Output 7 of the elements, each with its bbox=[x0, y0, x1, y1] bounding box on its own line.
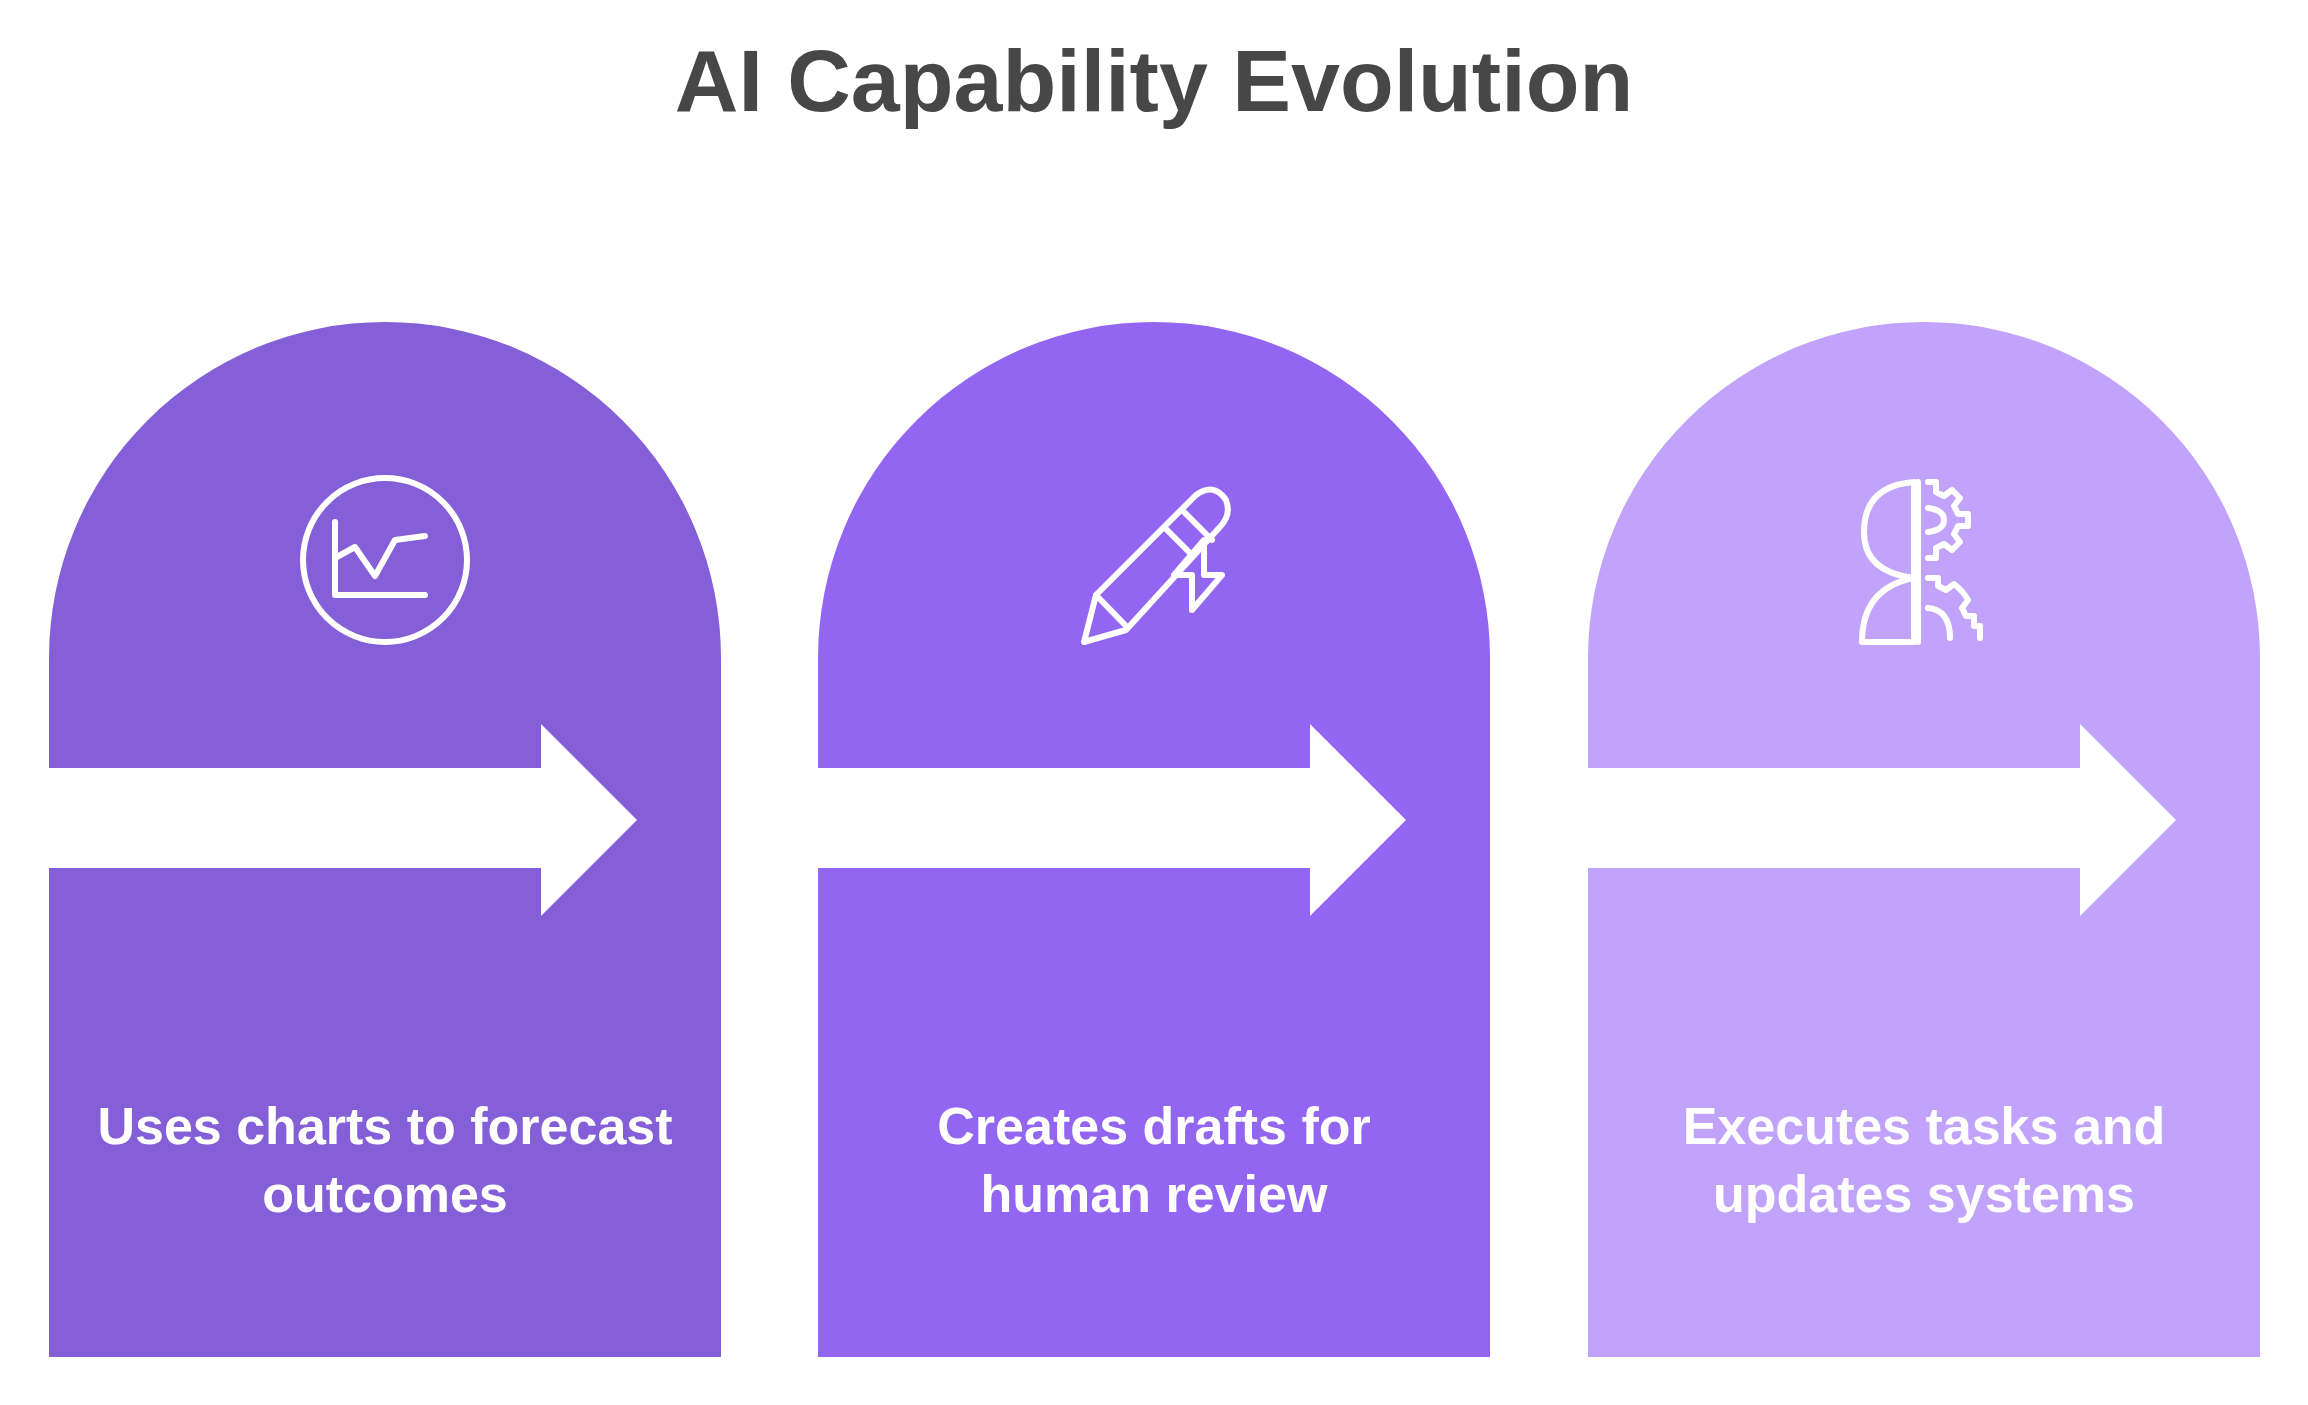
title: AI Capability Evolution bbox=[673, 30, 1635, 132]
arch-card bbox=[818, 322, 1490, 1357]
card-description: Executes tasks and updates systems bbox=[1681, 1096, 2167, 1225]
card-description: Uses charts to forecast outcomes bbox=[96, 1096, 674, 1225]
arch-card bbox=[49, 322, 721, 1357]
arch-card bbox=[1588, 322, 2260, 1357]
card-description: Creates drafts for human review bbox=[936, 1096, 1372, 1225]
